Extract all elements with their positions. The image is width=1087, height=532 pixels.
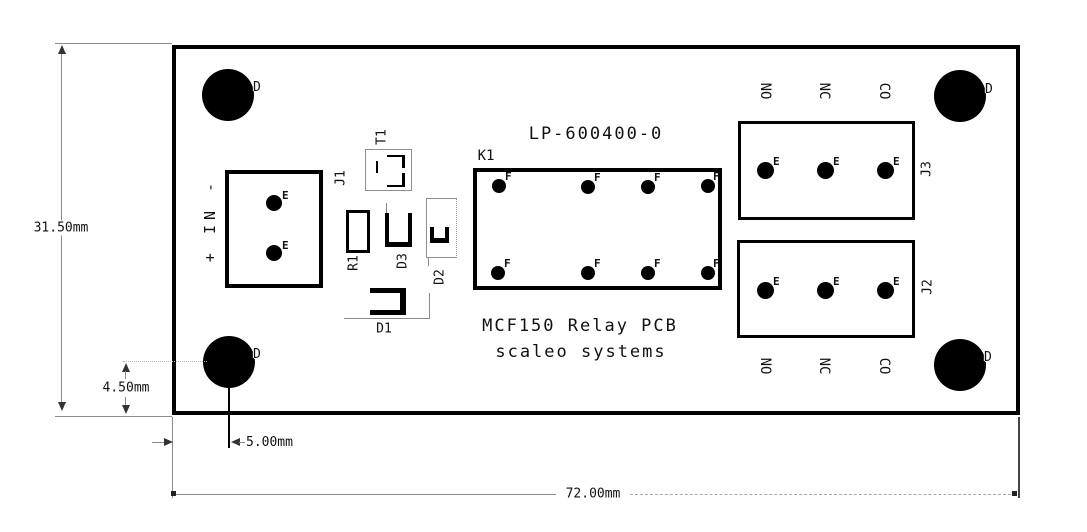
arrowhead-down [58,402,66,411]
arrowhead-square-right [1012,491,1017,496]
t1-bracket-bottom [387,173,405,187]
j2-pad [877,282,894,299]
j1-pad-label: E [282,189,289,202]
arrowhead-square-left [171,491,176,496]
relay-k1-ref: K1 [477,148,495,164]
k1-pad-label: F [713,257,720,270]
mounting-hole-top-right [934,70,986,122]
offset-dim-stub-top [125,371,126,379]
part-number-text: LP-600400-0 [528,124,664,144]
offset-x-tail-right [239,442,245,443]
j3-pad-label: E [773,155,780,168]
relay-k1-outline [473,168,722,290]
arrowhead-right [164,438,173,446]
mounting-hole-bottom-right [934,339,986,391]
connector-j1-ref: J1 [333,170,349,186]
j2-pad-label: E [893,275,900,288]
connector-j1-outline [225,170,323,288]
offset-dim-stub-bottom [125,397,126,405]
k1-pad [701,266,715,280]
k1-pad [641,266,655,280]
k1-pad-label: F [713,170,720,183]
k1-pad [491,266,505,280]
component-r1-ref: R1 [346,255,362,271]
hole-label: D [253,347,261,362]
j3-pad-label: E [893,155,900,168]
j3-pin-label-nc: NC [816,82,832,100]
width-dimension-line-right [630,494,1016,495]
connector-j1-polarity: + IN - [201,177,219,263]
k1-pad-label: F [654,171,661,184]
extension-line-top [55,43,172,44]
mounting-hole-bottom-left [203,336,255,388]
d2-leader-upper [428,258,429,266]
d2-leader-lower [429,293,430,319]
arrowhead-left [231,438,240,446]
component-d3-shape [385,213,412,247]
k1-pad [701,179,715,193]
k1-pad [581,180,595,194]
hole-label: D [985,82,993,97]
component-d2-ref: D2 [432,269,448,285]
j3-pin-label-no: NO [757,82,773,100]
left-edge-extension [172,417,173,498]
component-d2-shape [430,227,449,243]
j2-pad-label: E [773,275,780,288]
k1-pad [581,266,595,280]
j2-pin-label-nc: NC [816,357,832,375]
j2-pin-label-co: CO [876,357,892,375]
j3-pin-label-co: CO [876,82,892,100]
d1-leader [344,318,430,319]
hole-label: D [253,80,261,95]
component-d1-ref: D1 [376,321,392,337]
mounting-hole-top-left [202,69,254,121]
k1-pad-label: F [505,170,512,183]
hole-offset-y-dim: 4.50mm [100,380,152,396]
j3-pad [877,162,894,179]
t1-bracket-top [387,155,405,168]
component-d2-outline [426,198,457,258]
k1-pad-label: F [594,257,601,270]
arrowhead-up [122,363,130,372]
d3-lead [386,203,387,214]
board-title-text: MCF150 Relay PCB [482,316,678,336]
hole-center-dotted-line [123,361,207,362]
extension-line-bottom-left [55,416,172,417]
k1-pad-label: F [654,257,661,270]
right-edge-extension [1018,417,1020,498]
j1-pad [266,245,282,261]
hole-offset-x-dim: 5.00mm [246,435,293,450]
k1-pad-label: F [594,171,601,184]
component-d1-shape [370,288,406,315]
offset-x-tail-left [152,442,165,443]
board-height-dim: 31.50mm [31,220,91,236]
k1-pad-label: F [504,257,511,270]
j2-pin-label-no: NO [757,357,773,375]
j3-pad-label: E [833,155,840,168]
component-d3-ref: D3 [395,253,411,269]
arrowhead-up [58,45,66,54]
j2-pad-label: E [833,275,840,288]
board-subtitle-text: scaleo systems [495,342,667,362]
component-r1-outline [346,210,370,253]
j1-pad-label: E [282,239,289,252]
hole-center-stem [228,388,230,448]
j1-pad [266,195,282,211]
arrowhead-down [122,405,130,414]
connector-j3-ref: J3 [919,161,935,177]
j3-pad [817,162,834,179]
k1-pad [641,180,655,194]
width-dimension-line-left [173,494,556,495]
connector-j2-ref: J2 [920,279,936,295]
k1-pad [492,179,506,193]
t1-mark [376,161,378,173]
j2-pad [817,282,834,299]
hole-label: D [984,350,992,365]
component-t1-ref: T1 [374,129,390,145]
j3-pad [757,162,774,179]
j2-pad [757,282,774,299]
board-width-dim: 72.00mm [563,486,623,502]
